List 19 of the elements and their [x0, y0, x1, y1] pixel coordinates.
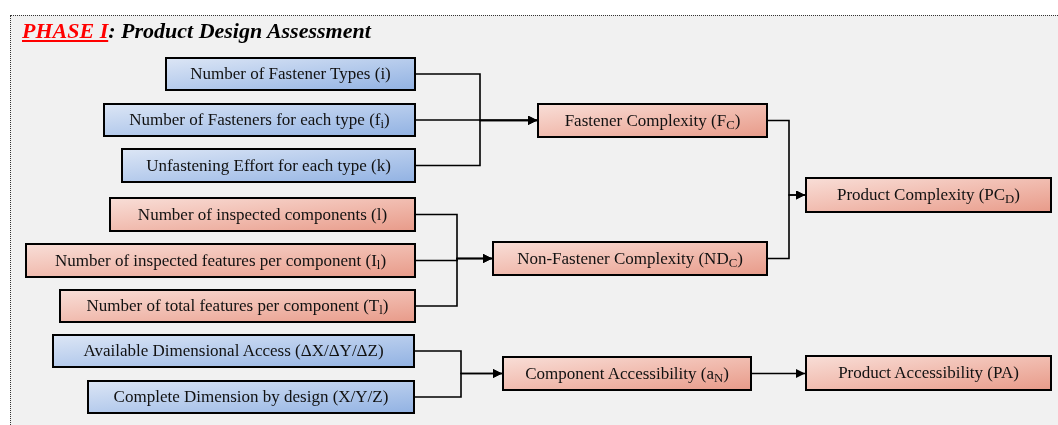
process-box: Component Accessibility (a$_{N}$): [502, 356, 752, 391]
process-box: Fastener Complexity (F$_{C}$): [537, 103, 768, 138]
process-box: Number of inspected features per component (I$_{l}$): [25, 243, 416, 278]
process-box: Unfastening Effort for each type (k): [121, 148, 416, 183]
arrow: [751, 369, 806, 378]
arrow: [415, 116, 538, 167]
process-box: Complete Dimension by design (X/Y/Z): [87, 380, 415, 414]
arrow: [415, 254, 493, 307]
process-box: Number of Fastener Types (i): [165, 57, 416, 91]
title: PHASE I: Product Design Assessment: [22, 17, 371, 45]
process-box: Product Accessibility (PA): [805, 355, 1052, 391]
process-box: Available Dimensional Access (ΔX/ΔY/ΔZ): [52, 334, 415, 368]
process-box: Number of Fasteners for each type (f$_{i}$): [103, 103, 416, 137]
process-box: Number of total features per component (T$_{l}$): [59, 289, 416, 323]
process-box: Non-Fastener Complexity (ND$_{C}$): [492, 241, 768, 276]
process-box: Number of inspected components (l): [109, 197, 416, 232]
arrow: [767, 190, 806, 260]
arrow: [414, 369, 503, 398]
process-box: Product Complexity (PC$_{D}$): [805, 177, 1052, 213]
